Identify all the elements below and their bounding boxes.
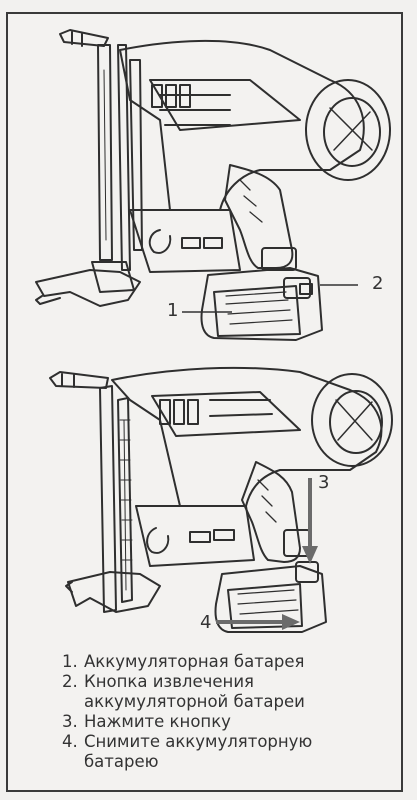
legend-item: 1. Аккумуляторная батарея — [62, 652, 392, 672]
legend-item-number: 1. — [62, 652, 78, 671]
callout-2-label: 2 — [372, 273, 384, 294]
legend-item-text: Кнопка извлечения аккумуляторной батареи — [84, 672, 305, 711]
legend-item-number: 2. — [62, 672, 78, 691]
legend-item-text: Аккумуляторная батарея — [84, 652, 305, 671]
legend-item-number: 4. — [62, 732, 78, 751]
legend-item-text: Снимите аккумуляторную батарею — [84, 732, 313, 771]
legend-item: 2. Кнопка извлечения аккумуляторной бата… — [62, 672, 392, 712]
callout-1-label: 1 — [167, 300, 179, 321]
legend-item-number: 3. — [62, 712, 78, 731]
callout-3-label: 3 — [318, 472, 330, 493]
legend-item-text: Нажмите кнопку — [84, 712, 231, 731]
legend-item: 3. Нажмите кнопку — [62, 712, 392, 732]
legend-item: 4. Снимите аккумуляторную батарею — [62, 732, 392, 772]
parts-legend: 1. Аккумуляторная батарея 2. Кнопка извл… — [62, 652, 392, 772]
callout-4-label: 4 — [200, 612, 212, 633]
